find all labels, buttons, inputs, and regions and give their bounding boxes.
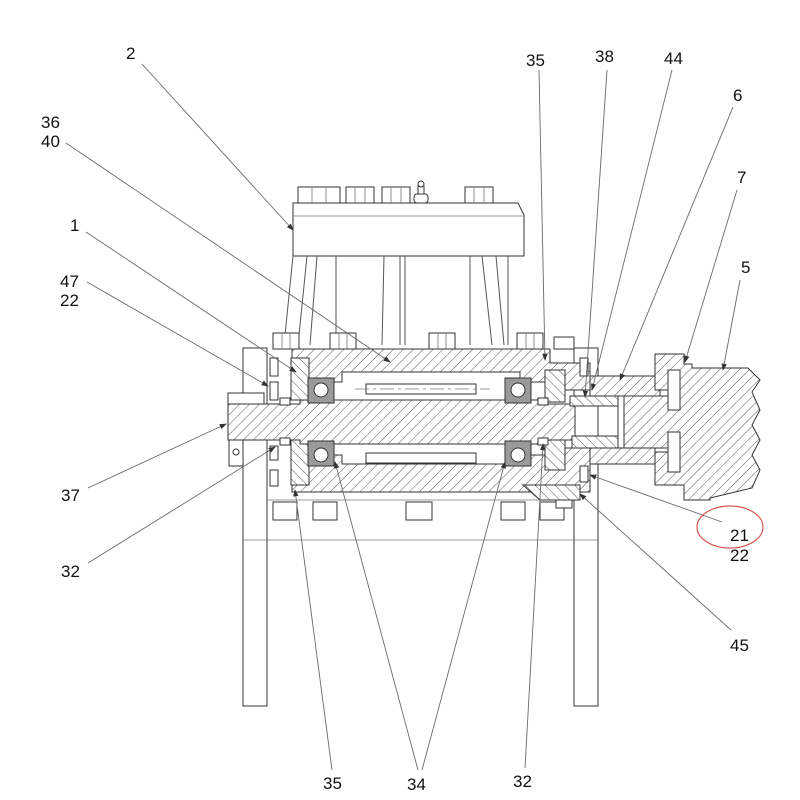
callout-35-bottom: 35 [323, 774, 342, 793]
leader-5 [721, 279, 741, 371]
leader-38 [582, 69, 608, 398]
bearing-housing [290, 348, 591, 501]
callout-32-left: 32 [61, 562, 80, 581]
callout-5: 5 [741, 258, 750, 277]
leader-34-a [334, 461, 419, 771]
leader-35-bottom [293, 489, 333, 771]
leader-21-22 [589, 474, 723, 523]
callout-47: 47 [60, 272, 79, 291]
leader-32-bottom [524, 443, 546, 769]
housing-bolts-top [272, 332, 575, 350]
callout-38: 38 [595, 47, 614, 66]
callout-6: 6 [733, 86, 742, 105]
bearings [307, 377, 532, 467]
callout-2: 2 [126, 44, 135, 63]
callout-35-top: 35 [526, 51, 545, 70]
leader-35-top [538, 69, 548, 361]
callout-36: 36 [41, 113, 60, 132]
leader-2 [141, 63, 294, 231]
callout-37: 37 [61, 486, 80, 505]
highlight-circle [696, 505, 764, 549]
leader-44 [590, 69, 673, 391]
callout-40: 40 [41, 132, 60, 151]
leader-47-22 [86, 281, 269, 387]
callout-22-right: 22 [730, 546, 749, 565]
callout-45: 45 [730, 636, 749, 655]
seals-and-bolts [269, 357, 589, 521]
leader-1 [85, 231, 297, 373]
callout-21: 21 [730, 526, 749, 545]
callout-32-bottom: 32 [513, 772, 532, 791]
callout-labels: 2 36 40 1 47 22 37 32 35 38 44 6 7 5 21 … [41, 44, 750, 794]
callout-7: 7 [737, 168, 746, 187]
leader-36-40 [65, 142, 391, 363]
leader-7 [684, 189, 738, 363]
leader-lines [65, 63, 741, 771]
coupling-and-pulley [569, 353, 761, 501]
callout-44: 44 [664, 49, 683, 68]
leader-45 [579, 493, 732, 631]
leader-37 [87, 423, 227, 489]
top-cover-block [283, 180, 525, 346]
leader-32-left [87, 446, 276, 564]
callout-22-left: 22 [60, 291, 79, 310]
leader-6 [619, 106, 734, 381]
callout-34: 34 [407, 775, 426, 794]
leader-34-b [421, 461, 506, 771]
callout-1: 1 [70, 216, 79, 235]
